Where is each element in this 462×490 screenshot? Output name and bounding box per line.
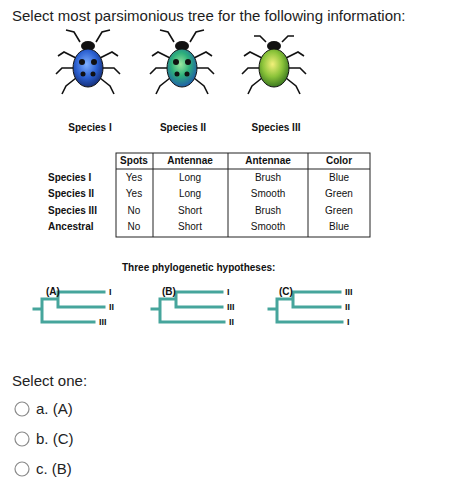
tip-label: I	[227, 287, 230, 297]
table-cell: Smooth	[251, 188, 285, 200]
section-heading: Three phylogenetic hypotheses:	[122, 262, 275, 274]
table-header: Color	[326, 155, 352, 167]
row-label: Species III	[48, 205, 97, 217]
tip-label: III	[227, 302, 235, 312]
table-cell: Yes	[126, 188, 142, 200]
table-cell: Green	[325, 188, 353, 200]
question-title: Select most parsimonious tree for the fo…	[12, 7, 406, 24]
table-cell: Green	[325, 205, 353, 217]
table-header: Antennae	[245, 155, 291, 167]
table-cell: Yes	[126, 172, 142, 184]
table-cell: Long	[179, 188, 201, 200]
tree-label: (A)	[46, 286, 60, 298]
table-cell: Brush	[255, 205, 281, 217]
species-label: Species III	[252, 122, 301, 134]
species-label: Species II	[160, 122, 206, 134]
tip-label: I	[109, 287, 112, 297]
answer-option: a. (A)	[36, 400, 73, 417]
answer-option: c. (B)	[36, 460, 72, 477]
table-cell: Short	[178, 205, 202, 217]
row-label: Ancestral	[48, 221, 94, 233]
beetle-species-iii	[242, 36, 306, 94]
tip-label: III	[99, 317, 107, 327]
table-cell: Blue	[329, 172, 349, 184]
figure-panel	[44, 28, 374, 372]
tip-label: II	[345, 302, 350, 312]
radio-buttons	[15, 402, 29, 476]
species-label: Species I	[68, 122, 111, 134]
answer-option: b. (C)	[36, 430, 74, 447]
table-header: Spots	[120, 155, 148, 167]
tip-label: II	[229, 317, 234, 327]
table-cell: No	[128, 221, 141, 233]
row-label: Species I	[48, 172, 91, 184]
row-label: Species II	[48, 188, 94, 200]
beetle-species-ii	[150, 30, 214, 94]
table-cell: Smooth	[251, 221, 285, 233]
tip-label: III	[345, 287, 353, 297]
phylogenetic-trees	[34, 292, 342, 322]
prompt-text: Select one:	[12, 372, 87, 389]
table-cell: Short	[178, 221, 202, 233]
beetle-species-i	[56, 30, 120, 94]
table-cell: Long	[179, 172, 201, 184]
tree-label: (C)	[279, 286, 293, 298]
table-cell: Blue	[329, 221, 349, 233]
table-cell: Brush	[255, 172, 281, 184]
table-grid	[116, 153, 370, 237]
tree-label: (B)	[162, 286, 176, 298]
tip-label: II	[109, 302, 114, 312]
table-header: Antennae	[167, 155, 213, 167]
table-cell: No	[128, 205, 141, 217]
tip-label: I	[347, 317, 350, 327]
